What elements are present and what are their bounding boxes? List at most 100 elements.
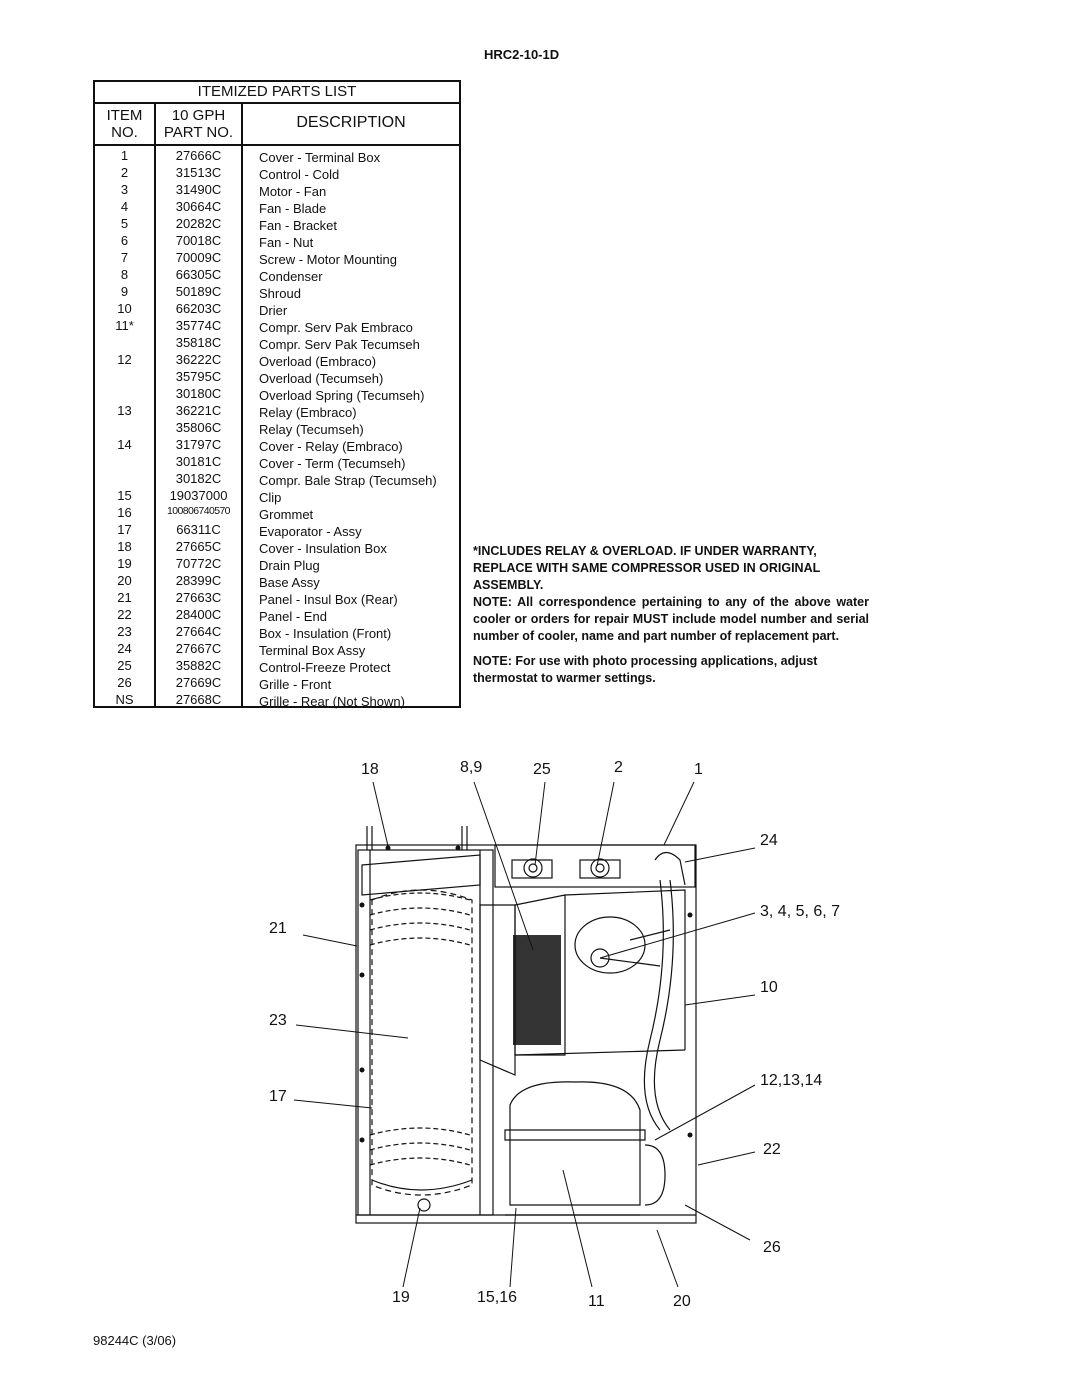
callout-18: 18 <box>361 761 379 778</box>
part-number: 66311C <box>176 522 221 537</box>
correspondence-note: NOTE: All correspondence pertaining to a… <box>473 595 869 643</box>
item-number: 9 <box>120 284 129 299</box>
part-number: 27668C <box>175 692 222 707</box>
part-description: Cover - Insulation Box <box>259 541 387 556</box>
table-row: 7 70009C Screw - Motor Mounting <box>95 250 459 267</box>
part-number: 28399C <box>175 573 222 588</box>
part-description: Cover - Relay (Embraco) <box>259 439 403 454</box>
part-number: 27669C <box>175 675 222 690</box>
header-part-no: 10 GPH PART NO. <box>163 107 234 141</box>
item-number: 16 <box>117 505 132 520</box>
callout-11: 11 <box>588 1293 605 1310</box>
table-row: 30182C Compr. Bale Strap (Tecumseh) <box>95 471 459 488</box>
callout-8-9: 8,9 <box>460 759 483 776</box>
part-description: Control-Freeze Protect <box>259 660 391 675</box>
header-description: DESCRIPTION <box>296 114 406 131</box>
part-number: 70772C <box>175 556 222 571</box>
notes-block: *INCLUDES RELAY & OVERLOAD. IF UNDER WAR… <box>473 543 869 687</box>
callout-1: 1 <box>694 761 703 778</box>
part-number: 35806C <box>175 420 222 435</box>
callout-22: 22 <box>763 1141 781 1158</box>
part-description: Relay (Embraco) <box>259 405 357 420</box>
part-description: Overload (Tecumseh) <box>259 371 384 386</box>
water-cooler-diagram <box>293 781 756 1288</box>
part-description: Overload Spring (Tecumseh) <box>259 388 425 403</box>
item-number: NS <box>115 692 134 707</box>
warranty-note: *INCLUDES RELAY & OVERLOAD. IF UNDER WAR… <box>473 544 821 592</box>
table-row: 4 30664C Fan - Blade <box>95 199 459 216</box>
part-description: Panel - Insul Box (Rear) <box>259 592 398 607</box>
item-number: 14 <box>117 437 132 452</box>
callout-10: 10 <box>760 979 778 996</box>
photo-processing-note: NOTE: For use with photo processing appl… <box>473 654 818 685</box>
part-number: 27666C <box>175 148 222 163</box>
part-number: 27665C <box>175 539 222 554</box>
part-description: Box - Insulation (Front) <box>259 626 392 641</box>
part-number: 27663C <box>175 590 222 605</box>
table-row: 14 31797C Cover - Relay (Embraco) <box>95 437 459 454</box>
item-number: 13 <box>117 403 132 418</box>
part-number: 31513C <box>175 165 222 180</box>
part-description: Grille - Rear (Not Shown) <box>259 694 405 709</box>
part-number: 30182C <box>175 471 222 486</box>
part-description: Overload (Embraco) <box>259 354 377 369</box>
part-number: 30664C <box>175 199 222 214</box>
column-divider <box>241 104 243 706</box>
part-description: Drain Plug <box>259 558 320 573</box>
callout-26: 26 <box>763 1239 781 1256</box>
parts-table-header: ITEM NO. 10 GPH PART NO. DESCRIPTION <box>95 104 459 146</box>
part-number: 66203C <box>175 301 222 316</box>
part-number: 35882C <box>175 658 222 673</box>
item-number: 18 <box>117 539 132 554</box>
part-number: 70018C <box>175 233 222 248</box>
callout-3-7: 3, 4, 5, 6, 7 <box>760 903 841 920</box>
part-description: Fan - Bracket <box>259 218 338 233</box>
part-description: Fan - Blade <box>259 201 327 216</box>
item-number: 7 <box>120 250 129 265</box>
item-number: 23 <box>117 624 132 639</box>
item-number: 2 <box>120 165 129 180</box>
part-description: Relay (Tecumseh) <box>259 422 364 437</box>
part-description: Terminal Box Assy <box>259 643 366 658</box>
callout-23: 23 <box>269 1012 287 1029</box>
part-number: 27667C <box>175 641 222 656</box>
part-number: 27664C <box>175 624 222 639</box>
part-description: Compr. Bale Strap (Tecumseh) <box>259 473 437 488</box>
item-number: 20 <box>117 573 132 588</box>
part-description: Screw - Motor Mounting <box>259 252 397 267</box>
callout-12-13-14: 12,13,14 <box>760 1072 823 1089</box>
part-number: 70009C <box>175 250 222 265</box>
item-number: 17 <box>117 522 132 537</box>
callout-25: 25 <box>533 761 551 778</box>
part-description: Grille - Front <box>259 677 332 692</box>
part-description: Cover - Terminal Box <box>259 150 381 165</box>
part-number: 31490C <box>175 182 222 197</box>
callout-2: 2 <box>614 759 623 776</box>
item-number: 12 <box>117 352 132 367</box>
item-number: 22 <box>117 607 132 622</box>
item-number: 3 <box>120 182 129 197</box>
table-row: 23 27664C Box - Insulation (Front) <box>95 624 459 641</box>
part-number: 36221C <box>175 403 222 418</box>
item-number: 4 <box>120 199 129 214</box>
parts-table-title: ITEMIZED PARTS LIST <box>95 82 459 104</box>
part-description: Drier <box>259 303 288 318</box>
part-number: 30181C <box>175 454 222 469</box>
part-description: Control - Cold <box>259 167 340 182</box>
table-row: 2 31513C Control - Cold <box>95 165 459 182</box>
part-number: 100806740570 <box>167 505 230 517</box>
model-number: HRC2-10-1D <box>484 47 560 62</box>
part-number: 31797C <box>175 437 222 452</box>
